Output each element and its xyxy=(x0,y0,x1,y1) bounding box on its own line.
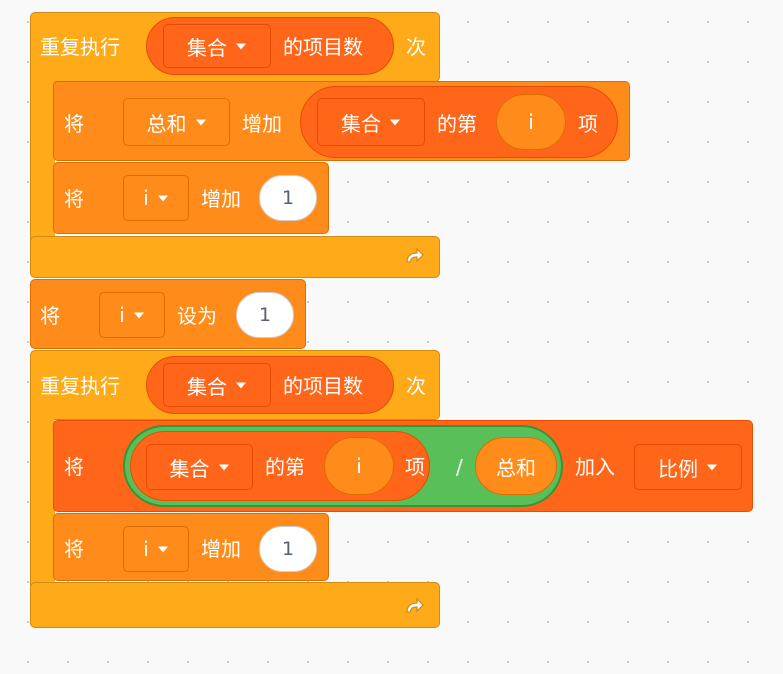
item-prefix-label: 的第 xyxy=(265,455,305,479)
item-suffix-label: 项 xyxy=(578,112,598,136)
repeat-arrow-icon xyxy=(402,595,426,619)
change-amount-input[interactable]: 1 xyxy=(259,175,317,221)
list-dropdown[interactable]: 集合 xyxy=(146,444,253,490)
repeat-2-footer[interactable] xyxy=(30,582,440,628)
times-label: 次 xyxy=(406,374,426,398)
sum-reporter[interactable]: 总和 xyxy=(475,437,557,495)
change-label: 增加 xyxy=(201,537,241,561)
caret-down-icon xyxy=(218,463,230,472)
repeat-arrow-icon xyxy=(402,245,426,269)
item-suffix-label: 项 xyxy=(405,455,425,479)
set-label: 将 xyxy=(64,187,84,211)
repeat-1-arm xyxy=(30,70,55,250)
i-reporter[interactable]: i xyxy=(324,437,394,495)
set-label: 将 xyxy=(64,112,84,136)
item-prefix-label: 的第 xyxy=(437,112,477,136)
list-dropdown[interactable]: 集合 xyxy=(163,363,271,407)
length-of-label: 的项目数 xyxy=(283,35,363,59)
list-dropdown[interactable]: 集合 xyxy=(317,98,425,146)
set-value-input[interactable]: 1 xyxy=(236,292,294,338)
i-variable-dropdown[interactable]: i xyxy=(123,175,189,221)
change-label: 增加 xyxy=(242,112,282,136)
repeat-2-label: 重复执行 xyxy=(40,374,120,398)
divide-label: / xyxy=(456,455,463,479)
caret-down-icon xyxy=(133,311,145,320)
change-amount-input[interactable]: 1 xyxy=(259,526,317,572)
caret-down-icon xyxy=(706,463,718,472)
caret-down-icon xyxy=(235,381,247,390)
change-label: 增加 xyxy=(201,187,241,211)
set-label: 将 xyxy=(64,455,84,479)
caret-down-icon xyxy=(235,42,247,51)
set-label: 将 xyxy=(64,537,84,561)
caret-down-icon xyxy=(157,545,169,554)
sum-variable-dropdown[interactable]: 总和 xyxy=(123,98,230,146)
ratio-list-dropdown[interactable]: 比例 xyxy=(634,444,742,490)
add-to-label: 加入 xyxy=(575,455,615,479)
i-reporter[interactable]: i xyxy=(496,94,566,150)
set-to-label: 设为 xyxy=(177,304,217,328)
times-label: 次 xyxy=(406,35,426,59)
caret-down-icon xyxy=(157,194,169,203)
repeat-1-label: 重复执行 xyxy=(40,35,120,59)
caret-down-icon xyxy=(389,118,401,127)
caret-down-icon xyxy=(195,118,207,127)
list-dropdown[interactable]: 集合 xyxy=(163,24,271,68)
i-variable-dropdown[interactable]: i xyxy=(99,292,165,338)
length-of-label: 的项目数 xyxy=(283,374,363,398)
i-variable-dropdown[interactable]: i xyxy=(123,526,189,572)
repeat-1-footer[interactable] xyxy=(30,236,440,278)
set-label: 将 xyxy=(40,304,60,328)
